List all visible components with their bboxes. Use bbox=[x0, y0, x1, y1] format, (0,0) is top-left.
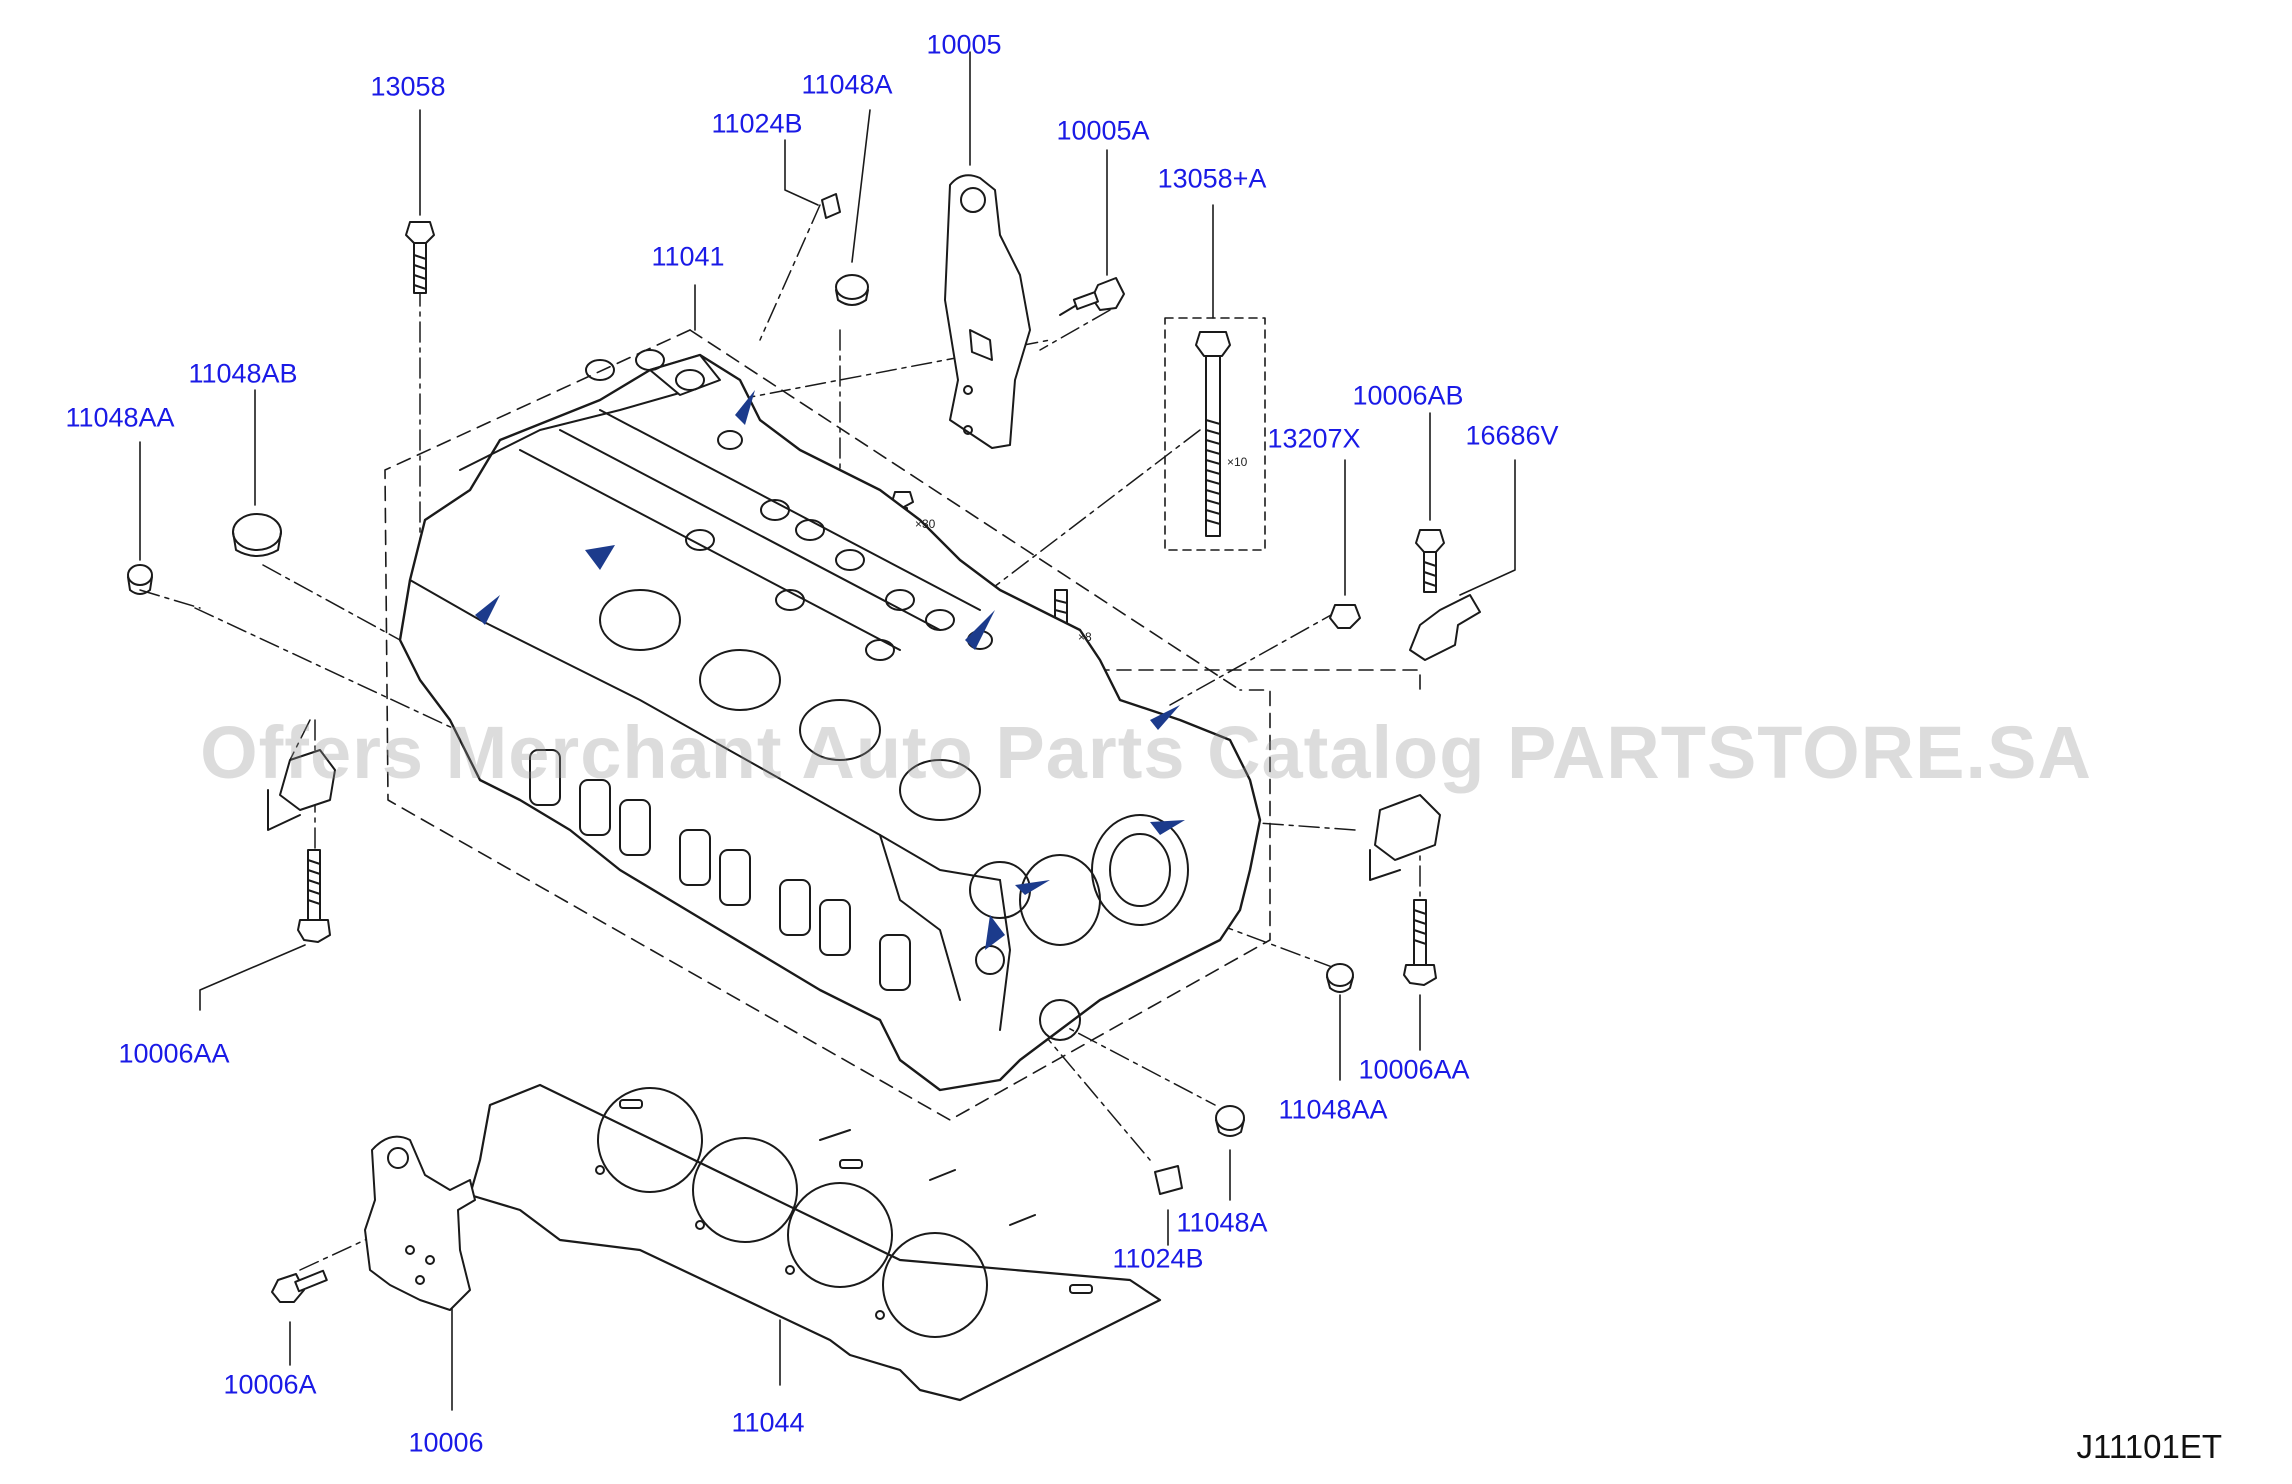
head-bosses bbox=[585, 349, 1189, 1041]
callout-13058[interactable]: 13058 bbox=[370, 71, 446, 102]
dowel-11024B-bottom bbox=[1154, 1165, 1183, 1195]
callout-11048A-top[interactable]: 11048A bbox=[801, 69, 893, 100]
plug-11048AA-left bbox=[127, 564, 153, 595]
callout-11048AB[interactable]: 11048AB bbox=[188, 358, 298, 389]
bolt-10006AA-left bbox=[297, 849, 331, 943]
bracket-10006 bbox=[364, 1135, 476, 1311]
callout-10006[interactable]: 10006 bbox=[408, 1427, 484, 1458]
callout-10005[interactable]: 10005 bbox=[926, 29, 1002, 60]
qty-label-x8: ×8 bbox=[1078, 630, 1092, 644]
bolt-13058A bbox=[1195, 331, 1231, 537]
bolt-13058 bbox=[405, 221, 435, 294]
cylinder-head bbox=[398, 353, 1262, 1092]
bracket-10005 bbox=[944, 174, 1031, 449]
callout-11044[interactable]: 11044 bbox=[731, 1407, 805, 1438]
direction-arrows bbox=[475, 390, 1185, 950]
bolt-10006AB bbox=[1415, 529, 1445, 593]
plug-11048AB bbox=[232, 513, 282, 557]
diagram-code: J11101ET bbox=[2076, 1428, 2222, 1465]
callout-13207X[interactable]: 13207X bbox=[1267, 423, 1361, 454]
callout-11041[interactable]: 11041 bbox=[651, 241, 725, 272]
callout-10006AA-left[interactable]: 10006AA bbox=[118, 1038, 230, 1069]
qty-label-x30: ×30 bbox=[915, 517, 936, 531]
bracket-16686V bbox=[1409, 594, 1481, 661]
cap-11048A-bottom bbox=[1215, 1105, 1245, 1137]
callout-10005A[interactable]: 10005A bbox=[1056, 115, 1150, 146]
watermark: Offers Merchant Auto Parts Catalog PARTS… bbox=[200, 711, 2092, 794]
leader-lines bbox=[139, 51, 1516, 1411]
plug-11048AA-right bbox=[1326, 963, 1354, 993]
callout-10006AB[interactable]: 10006AB bbox=[1352, 380, 1464, 411]
qty-label-x10: ×10 bbox=[1227, 455, 1248, 469]
bolt-10006AA-right bbox=[1403, 899, 1437, 986]
dowel-11024B-top bbox=[821, 193, 841, 219]
head-gasket-11044 bbox=[468, 1083, 1162, 1402]
callout-11024B-bottom[interactable]: 11024B bbox=[1112, 1243, 1204, 1274]
bolt-10005A bbox=[1059, 277, 1125, 316]
sensor-bracket-left bbox=[267, 749, 336, 831]
callout-11048A-bottom[interactable]: 11048A bbox=[1176, 1207, 1268, 1238]
dashed-frame-bolts bbox=[1164, 317, 1266, 551]
sensor-bracket-right bbox=[1369, 794, 1441, 881]
callout-10006A[interactable]: 10006A bbox=[223, 1369, 317, 1400]
callout-16686V[interactable]: 16686V bbox=[1465, 420, 1559, 451]
callout-13058A[interactable]: 13058+A bbox=[1157, 163, 1267, 194]
cap-11048A-top bbox=[835, 274, 869, 306]
nut-13207X bbox=[1329, 604, 1361, 629]
callout-10006AA-right[interactable]: 10006AA bbox=[1358, 1054, 1470, 1085]
port-openings bbox=[529, 749, 911, 991]
callout-11048AA-right[interactable]: 11048AA bbox=[1278, 1094, 1388, 1125]
callout-11024B-top[interactable]: 11024B bbox=[711, 108, 803, 139]
callout-11048AA-left[interactable]: 11048AA bbox=[65, 402, 175, 433]
bolt-10006A bbox=[271, 1269, 328, 1303]
